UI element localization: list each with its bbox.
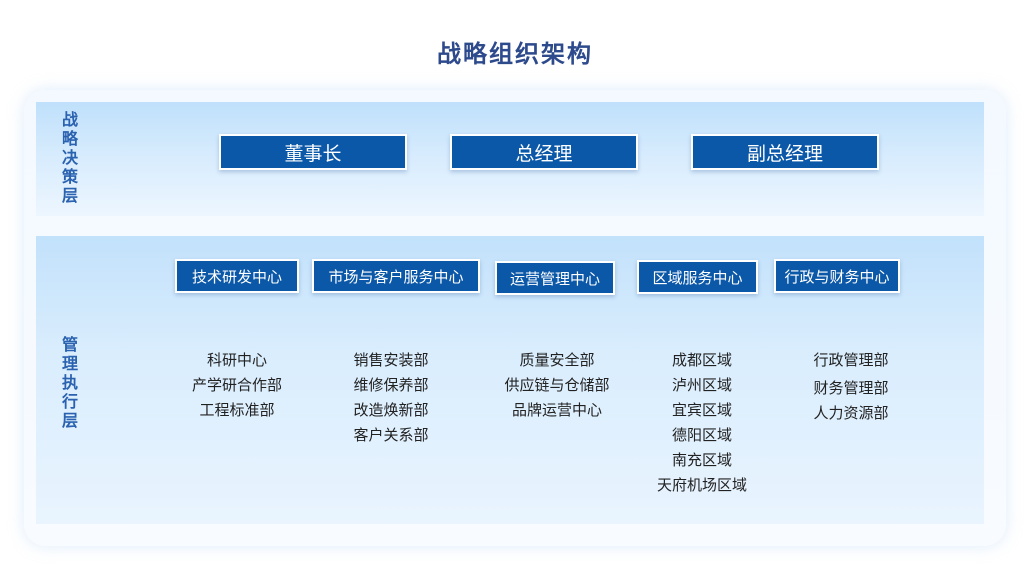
unit-item: 财务管理部 bbox=[813, 379, 889, 397]
unit-item: 品牌运营中心 bbox=[511, 401, 602, 419]
center-box-regional-service: 区域服务中心 bbox=[637, 260, 758, 294]
center-box-market-customer: 市场与客户服务中心 bbox=[312, 259, 480, 293]
unit-item: 行政管理部 bbox=[813, 351, 889, 369]
role-box-deputy-general-manager: 副总经理 bbox=[691, 134, 879, 170]
strategy-layer-label: 战略决策层 bbox=[61, 110, 78, 205]
unit-list-operations: 质量安全部 供应链与仓储部 品牌运营中心 bbox=[482, 348, 632, 423]
unit-item: 供应链与仓储部 bbox=[504, 376, 610, 394]
unit-item: 质量安全部 bbox=[519, 351, 595, 369]
role-box-chairman: 董事长 bbox=[219, 134, 407, 170]
center-box-admin-finance: 行政与财务中心 bbox=[774, 259, 900, 293]
unit-item: 成都区域 bbox=[671, 351, 732, 369]
unit-item: 销售安装部 bbox=[353, 351, 429, 369]
unit-item: 南充区域 bbox=[671, 451, 732, 469]
unit-item: 科研中心 bbox=[206, 351, 267, 369]
unit-item: 客户关系部 bbox=[353, 426, 429, 444]
unit-item: 德阳区域 bbox=[671, 426, 732, 444]
unit-item: 工程标准部 bbox=[199, 401, 275, 419]
management-layer-label: 管理执行层 bbox=[61, 335, 78, 430]
unit-list-market-customer: 销售安装部 维修保养部 改造焕新部 客户关系部 bbox=[321, 348, 461, 448]
unit-list-tech-rd: 科研中心 产学研合作部 工程标准部 bbox=[167, 348, 307, 423]
unit-item: 泸州区域 bbox=[671, 376, 732, 394]
unit-item: 维修保养部 bbox=[353, 376, 429, 394]
unit-item: 产学研合作部 bbox=[191, 376, 282, 394]
diagram-title: 战略组织架构 bbox=[437, 40, 593, 68]
unit-list-admin-finance: 行政管理部 财务管理部 人力资源部 bbox=[781, 346, 921, 424]
role-box-general-manager: 总经理 bbox=[450, 134, 638, 170]
unit-item: 天府机场区域 bbox=[656, 476, 747, 494]
unit-list-regional-service: 成都区域 泸州区域 宜宾区域 德阳区域 南充区域 天府机场区域 bbox=[632, 348, 772, 498]
center-box-operations: 运营管理中心 bbox=[495, 261, 615, 295]
unit-item: 改造焕新部 bbox=[353, 401, 429, 419]
unit-item: 宜宾区域 bbox=[671, 401, 732, 419]
center-box-tech-rd: 技术研发中心 bbox=[175, 259, 299, 293]
unit-item: 人力资源部 bbox=[813, 404, 889, 422]
